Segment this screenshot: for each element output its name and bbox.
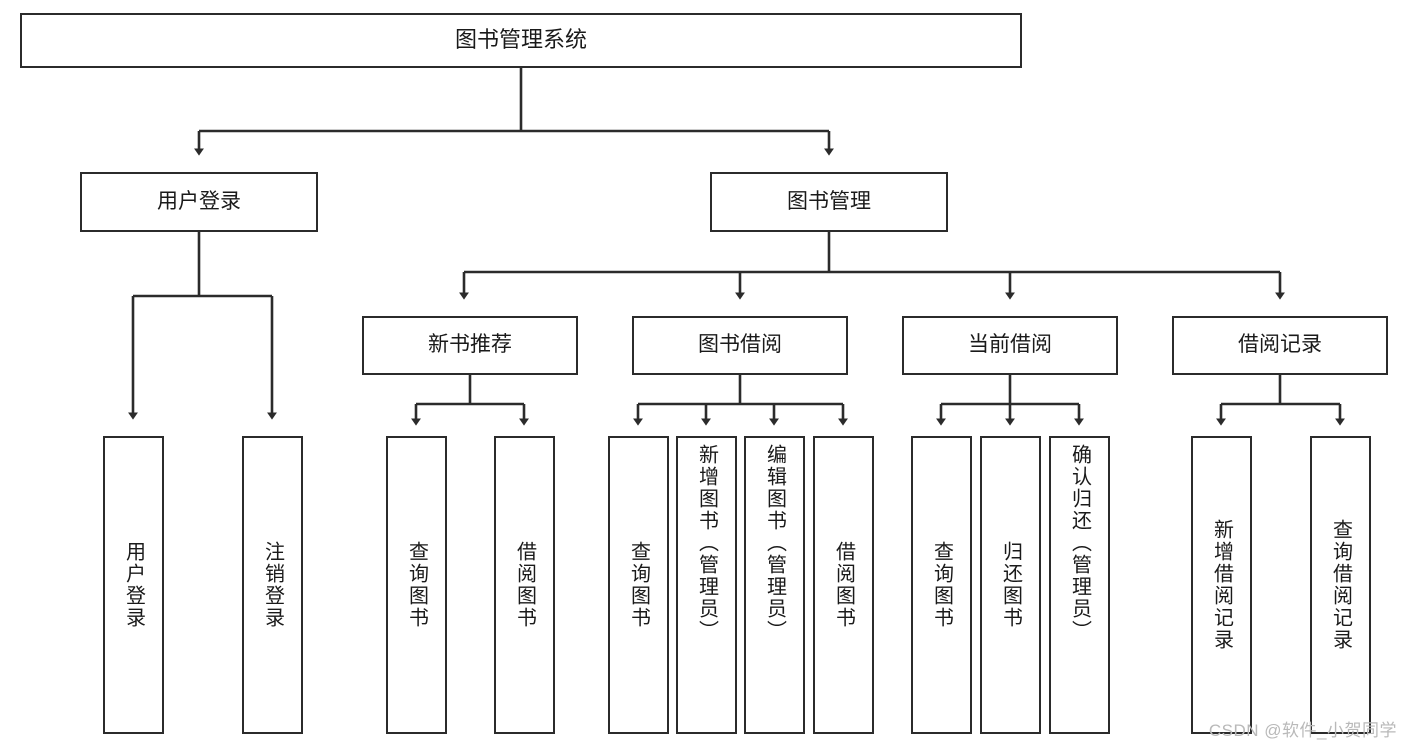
node-root[interactable]: 图书管理系统 [20,13,1022,68]
node-leaf-logout-login-label: 注销登录 [261,541,284,629]
node-leaf-borrow-book-2-label: 借阅图书 [832,541,855,629]
node-leaf-edit-book-label: 编辑图书（管理员） [763,444,786,642]
node-root-label: 图书管理系统 [454,27,587,53]
node-borrow-record[interactable]: 借阅记录 [1172,316,1388,375]
node-leaf-query-book-1-label: 查询图书 [405,541,428,629]
node-leaf-query-record[interactable]: 查询借阅记录 [1310,436,1371,734]
node-borrow-record-label: 借阅记录 [1238,333,1322,357]
watermark-text: CSDN @软件_小贺同学 [1208,721,1397,740]
node-leaf-add-record[interactable]: 新增借阅记录 [1191,436,1252,734]
node-leaf-edit-book[interactable]: 编辑图书（管理员） [744,436,805,734]
node-leaf-user-login[interactable]: 用户登录 [103,436,164,734]
node-leaf-query-book-3[interactable]: 查询图书 [911,436,972,734]
node-leaf-borrow-book-2[interactable]: 借阅图书 [813,436,874,734]
node-leaf-add-record-label: 新增借阅记录 [1210,519,1233,651]
node-leaf-confirm-return-label: 确认归还（管理员） [1068,444,1091,642]
node-leaf-confirm-return[interactable]: 确认归还（管理员） [1049,436,1110,734]
node-leaf-query-book-2-label: 查询图书 [627,541,650,629]
node-leaf-return-book[interactable]: 归还图书 [980,436,1041,734]
node-current-borrow[interactable]: 当前借阅 [902,316,1118,375]
node-book-borrow[interactable]: 图书借阅 [632,316,848,375]
node-leaf-query-book-3-label: 查询图书 [930,541,953,629]
node-leaf-query-book-1[interactable]: 查询图书 [386,436,447,734]
node-leaf-return-book-label: 归还图书 [999,541,1022,629]
node-user-login-label: 用户登录 [157,189,241,213]
node-leaf-user-login-label: 用户登录 [122,541,145,629]
node-leaf-logout-login[interactable]: 注销登录 [242,436,303,734]
node-book-borrow-label: 图书借阅 [698,333,782,357]
node-leaf-borrow-book-1[interactable]: 借阅图书 [494,436,555,734]
node-book-manage[interactable]: 图书管理 [710,172,948,232]
node-leaf-add-book-label: 新增图书（管理员） [695,444,718,642]
node-leaf-borrow-book-1-label: 借阅图书 [513,541,536,629]
node-leaf-query-record-label: 查询借阅记录 [1329,519,1352,651]
node-leaf-query-book-2[interactable]: 查询图书 [608,436,669,734]
node-book-manage-label: 图书管理 [787,189,871,213]
node-current-borrow-label: 当前借阅 [968,333,1052,357]
node-user-login[interactable]: 用户登录 [80,172,318,232]
node-leaf-add-book[interactable]: 新增图书（管理员） [676,436,737,734]
node-new-book-rec-label: 新书推荐 [428,333,512,357]
node-new-book-rec[interactable]: 新书推荐 [362,316,578,375]
